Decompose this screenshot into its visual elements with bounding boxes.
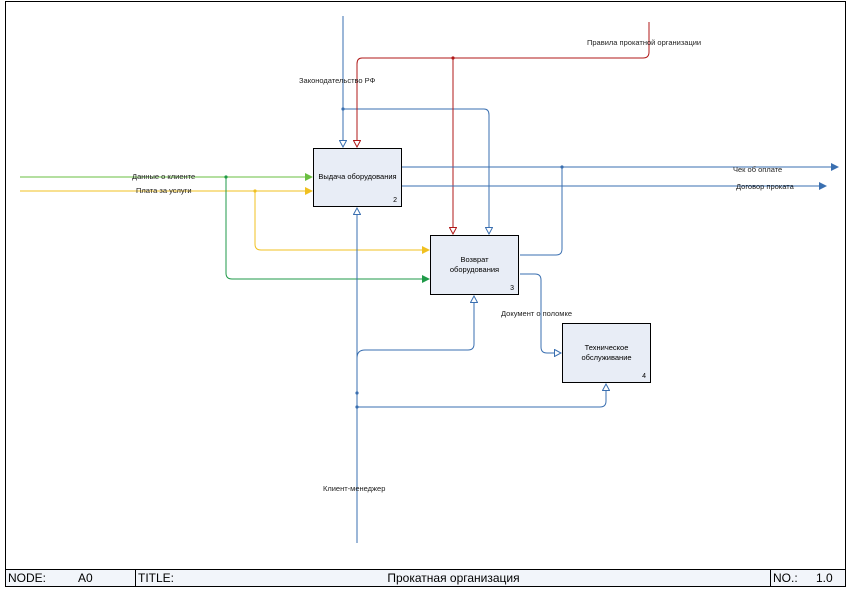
label-rules: Правила прокатной организации (587, 38, 702, 47)
activity-box-return[interactable]: Возврат оборудования 3 (430, 235, 519, 295)
activity-number: 4 (642, 372, 646, 380)
title-cell: TITLE: Прокатная организация (136, 570, 771, 586)
activity-number: 2 (393, 196, 397, 204)
label-contract: Договор проката (736, 182, 794, 191)
arrow-law-to-return (343, 108, 489, 234)
activity-box-issue[interactable]: Выдача оборудования 2 (313, 148, 402, 207)
activity-number: 3 (510, 284, 514, 292)
activity-label: Возврат оборудования (449, 254, 500, 274)
diagram-frame (5, 1, 846, 587)
activity-box-maintenance[interactable]: Техническое обслуживание 4 (562, 323, 651, 383)
number-cell: NO.: 1.0 (771, 570, 845, 586)
arrow-manager-to-return (356, 296, 474, 359)
activity-label: Выдача оборудования (318, 172, 397, 182)
label-law: Законодательство РФ (299, 76, 376, 85)
title-label: TITLE: (138, 571, 175, 585)
label-manager: Клиент-менеджер (323, 484, 386, 493)
arrow-manager-to-maintenance (357, 384, 606, 408)
diagram-title: Прокатная организация (387, 571, 520, 585)
activity-label: Техническое обслуживание (581, 342, 632, 362)
label-client-data: Данные о клиенте (132, 172, 196, 181)
node-label: NODE: (8, 571, 47, 585)
arrow-client-data-to-return (225, 177, 430, 283)
title-block: NODE: A0 TITLE: Прокатная организация NO… (6, 569, 845, 586)
label-receipt: Чек об оплате (733, 165, 783, 174)
arrow-rules-to-issue (357, 22, 650, 147)
no-label: NO.: (773, 571, 798, 585)
arrow-damage-report (520, 273, 561, 353)
node-value: A0 (78, 571, 93, 585)
no-value: 1.0 (816, 571, 833, 585)
arrow-payment-to-return (254, 191, 430, 254)
arrow-return-to-receipt (520, 167, 563, 256)
node-cell: NODE: A0 (6, 570, 136, 586)
label-payment: Плата за услуги (136, 186, 192, 195)
label-damage-report: Документ о поломке (501, 309, 573, 318)
